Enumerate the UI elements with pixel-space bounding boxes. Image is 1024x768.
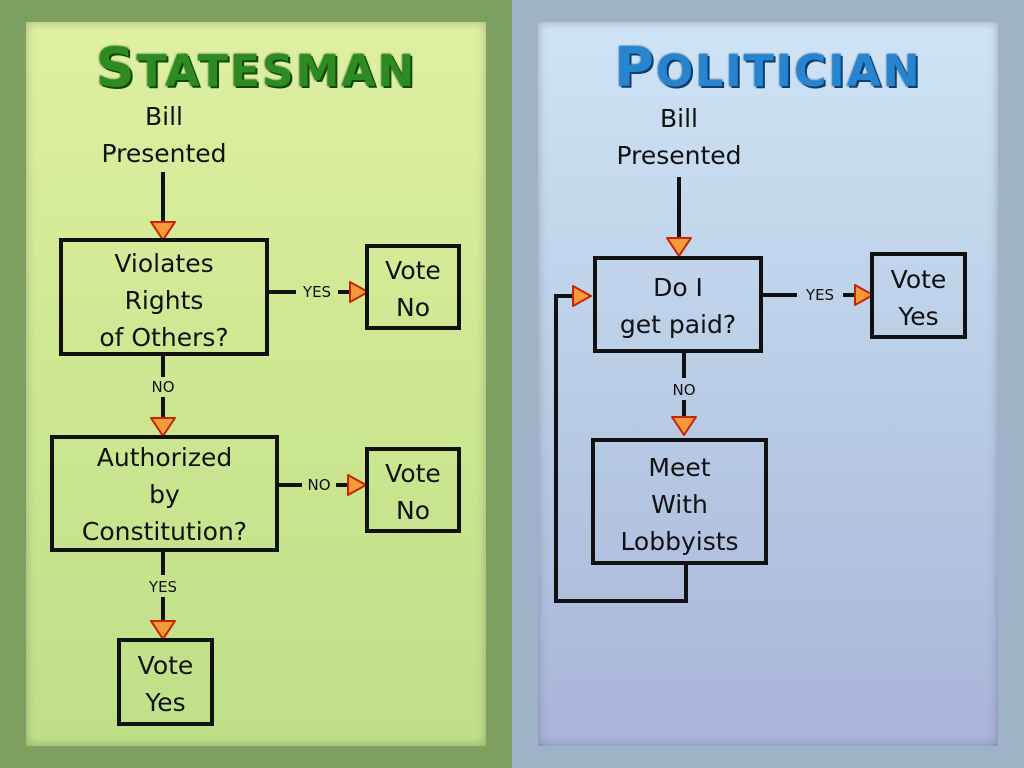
- politician-vote-yes: Vote Yes: [890, 265, 947, 331]
- politician-lobbyists-box: Meet With Lobbyists: [591, 438, 768, 565]
- politician-lobbyists: Meet With Lobbyists: [620, 453, 739, 556]
- politician-panel: POLITICIAN: [512, 0, 1024, 768]
- arrowhead-icon: [150, 221, 176, 241]
- statesman-vote-no-box-1: Vote No: [365, 244, 461, 330]
- statesman-question-constitution: Authorized by Constitution?: [81, 443, 248, 546]
- arrowhead-icon: [349, 281, 369, 303]
- statesman-q2-yes-label: YES: [148, 578, 178, 596]
- arrowhead-icon: [666, 237, 692, 257]
- statesman-vote-yes: Vote Yes: [137, 651, 194, 717]
- politician-title: POLITICIAN: [614, 36, 922, 99]
- arrowhead-icon: [854, 284, 874, 306]
- arrowhead-icon: [572, 285, 592, 307]
- arrowhead-icon: [347, 474, 367, 496]
- arrowhead-icon: [671, 416, 697, 436]
- statesman-vote-no-2: Vote No: [385, 459, 441, 525]
- arrowheads: [150, 221, 874, 640]
- statesman-q2-no-label: NO: [307, 476, 331, 494]
- politician-vote-yes-box: Vote Yes: [870, 252, 967, 339]
- statesman-panel: STATESMAN: [0, 0, 512, 768]
- politician-start-label: Bill Presented: [616, 104, 742, 170]
- politician-question-paid: Do I get paid?: [619, 273, 737, 339]
- connector-lobbyists-loop: [554, 294, 688, 603]
- statesman-start-label: Bill Presented: [101, 102, 227, 168]
- arrowhead-icon: [150, 417, 176, 437]
- statesman-question-rights: Violates Rights of Others?: [99, 249, 229, 352]
- statesman-panel-inner: [26, 22, 486, 746]
- statesman-vote-yes-box: Vote Yes: [117, 638, 214, 726]
- politician-q1-no-label: NO: [672, 381, 696, 399]
- statesman-vote-no-1: Vote No: [385, 256, 441, 322]
- politician-question-paid-box: Do I get paid?: [593, 256, 763, 353]
- statesman-question-rights-box: Violates Rights of Others?: [59, 238, 269, 356]
- statesman-q1-no-label: NO: [151, 378, 175, 396]
- politician-panel-inner: [538, 22, 998, 746]
- arrowhead-icon: [150, 620, 176, 640]
- politician-q1-yes-label: YES: [805, 286, 835, 304]
- statesman-vote-no-box-2: Vote No: [365, 447, 461, 533]
- statesman-title: STATESMAN: [95, 36, 417, 99]
- statesman-question-constitution-box: Authorized by Constitution?: [50, 435, 279, 552]
- statesman-q1-yes-label: YES: [302, 283, 332, 301]
